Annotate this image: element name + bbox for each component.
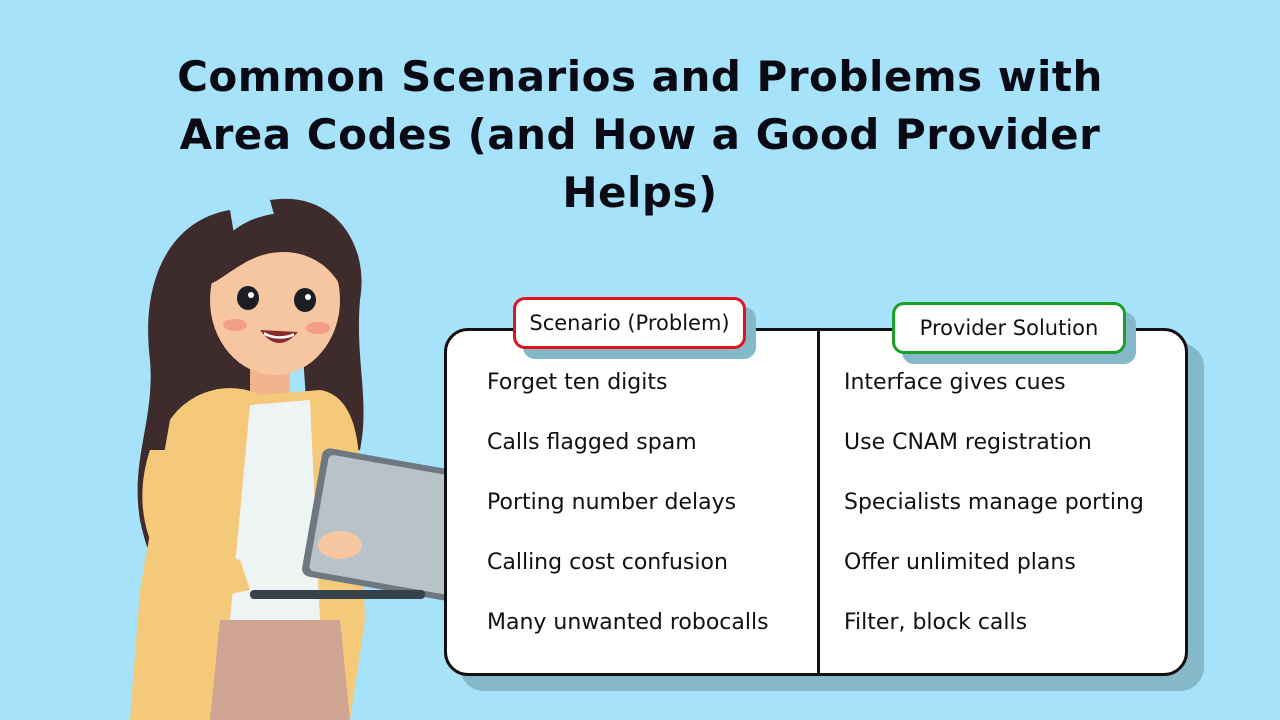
woman-with-tablet-illustration — [110, 190, 480, 720]
title-line-2: Area Codes (and How a Good Provider — [179, 110, 1101, 159]
solution-row-5: Filter, block calls — [844, 610, 1028, 635]
column-divider — [817, 331, 820, 673]
solution-row-3: Specialists manage porting — [844, 490, 1144, 515]
comparison-table: Forget ten digits Calls flagged spam Por… — [444, 328, 1188, 676]
problem-row-1: Forget ten digits — [487, 370, 668, 395]
page-title: Common Scenarios and Problems with Area … — [140, 48, 1140, 222]
problem-row-5: Many unwanted robocalls — [487, 610, 769, 635]
solution-row-1: Interface gives cues — [844, 370, 1066, 395]
solution-row-4: Offer unlimited plans — [844, 550, 1076, 575]
title-line-3: Helps) — [562, 168, 718, 217]
solution-row-2: Use CNAM registration — [844, 430, 1092, 455]
solution-column-header: Provider Solution — [892, 302, 1126, 354]
problem-row-3: Porting number delays — [487, 490, 737, 515]
problem-column-header: Scenario (Problem) — [513, 297, 746, 349]
problem-row-2: Calls flagged spam — [487, 430, 697, 455]
problem-row-4: Calling cost confusion — [487, 550, 728, 575]
title-line-1: Common Scenarios and Problems with — [177, 52, 1103, 101]
